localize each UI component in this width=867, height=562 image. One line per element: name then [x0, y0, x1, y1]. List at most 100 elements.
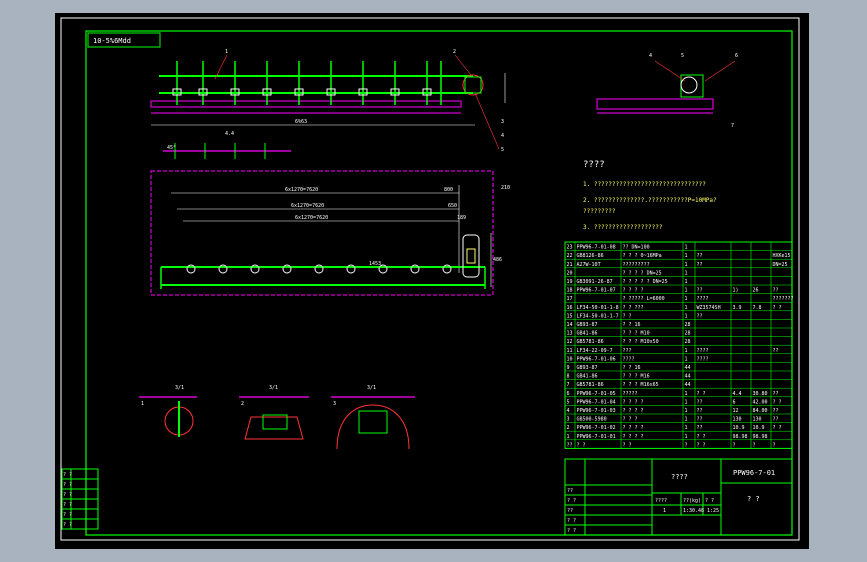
parts-table-cell: 23: [567, 245, 573, 251]
parts-table-header-cell: ??: [567, 442, 573, 448]
parts-table-cell: PPW96-7-01-07: [577, 288, 616, 294]
left-strip-1: ? ?: [63, 472, 72, 478]
parts-table-cell: 1: [685, 348, 688, 354]
parts-table-cell: 17: [567, 296, 573, 302]
parts-table-cell: 3: [567, 417, 570, 423]
parts-table-cell: ??: [697, 417, 703, 423]
detail-label-4: 4: [649, 53, 652, 59]
parts-table-cell: PPW96-7-01-06: [577, 356, 616, 362]
parts-table-cell: 10.9: [733, 425, 745, 431]
parts-table-cell: ? ? ? 0~16MPa: [623, 253, 662, 259]
dim-1453: 1453: [369, 261, 381, 267]
dim-row2: 6x1270=7620: [291, 203, 324, 209]
parts-table-cell: ? ????? L=6000: [623, 296, 665, 302]
balloon-top-2: 2: [453, 49, 456, 55]
parts-table-cell: ? ? 16: [623, 322, 641, 328]
parts-table-cell: 1: [685, 245, 688, 251]
parts-table-cell: ???????: [773, 296, 794, 302]
parts-table-cell: ? ?: [773, 399, 782, 405]
balloon-top-4: 4: [501, 133, 504, 139]
detail-label-6: 6: [735, 53, 738, 59]
parts-table-cell: ? ?: [697, 434, 706, 440]
parts-table-header-cell: ? ?: [623, 442, 632, 448]
parts-table-cell: WZ3574SH: [697, 305, 721, 311]
parts-table-cell: 130: [733, 417, 742, 423]
parts-table-cell: ?????????: [623, 262, 650, 268]
sec1-fraction: 3/1: [175, 385, 184, 391]
parts-table-cell: 28: [685, 322, 691, 328]
parts-table-cell: ? ? ? ?: [623, 288, 644, 294]
parts-table-cell: 16: [567, 305, 573, 311]
parts-table-cell: 4: [567, 408, 570, 414]
title-small-5: ? ?: [567, 528, 576, 534]
parts-table-cell: ??: [773, 348, 779, 354]
left-strip-5: ? ?: [63, 512, 72, 518]
parts-table-cell: 1: [685, 434, 688, 440]
parts-table-cell: 98.98: [753, 434, 768, 440]
parts-table-cell: 2: [567, 425, 570, 431]
title-small-2: ? ?: [567, 498, 576, 504]
parts-table-cell: 1: [685, 279, 688, 285]
parts-table-cell: 42.00: [753, 399, 768, 405]
parts-table-cell: ? ?: [773, 305, 782, 311]
note-3: 3. ???????????????????: [583, 224, 663, 231]
parts-table-cell: ? ? ? ?: [623, 408, 644, 414]
parts-table-cell: 13: [567, 331, 573, 337]
left-strip-4: ? ?: [63, 502, 72, 508]
parts-table-cell: 1): [733, 288, 739, 294]
parts-table-cell: ??: [697, 408, 703, 414]
sec3-fraction: 3/1: [367, 385, 376, 391]
parts-table-cell: 1: [685, 270, 688, 276]
title-small-4: ? ?: [567, 518, 576, 524]
drawing-number: PPW96-7-01: [733, 469, 775, 477]
parts-table-cell: 11: [567, 348, 573, 354]
parts-table-cell: 4.4: [733, 391, 742, 397]
parts-table-cell: PPW96-7-01-01: [577, 434, 616, 440]
parts-table-cell: 1: [685, 288, 688, 294]
parts-table-cell: ????: [697, 296, 709, 302]
parts-table-cell: ???: [623, 348, 632, 354]
dim-210: 210: [501, 185, 510, 191]
parts-table-cell: ??: [697, 313, 703, 319]
parts-table-cell: ??: [773, 417, 779, 423]
parts-table-cell: GB93-87: [577, 365, 598, 371]
parts-table-header-cell: ? ?: [577, 442, 586, 448]
parts-table-cell: GB5781-86: [577, 382, 604, 388]
parts-table-cell: ? ? 16: [623, 365, 641, 371]
parts-table-cell: ?? DN=100: [623, 245, 650, 251]
parts-table-cell: HXKe15: [773, 253, 791, 259]
parts-table-cell: 44: [685, 365, 691, 371]
parts-table-cell: 98.98: [733, 434, 748, 440]
parts-table-cell: 1: [685, 356, 688, 362]
parts-table-cell: 21: [567, 262, 573, 268]
parts-table-header-cell: ?: [733, 442, 736, 448]
parts-table-cell: GB500-5980: [577, 417, 607, 423]
parts-table-cell: 1: [685, 296, 688, 302]
left-strip-6: ? ?: [63, 522, 72, 528]
title-block: ???? PPW96-7-01 ? ? ???? ??(kg) ? ? 1 1:…: [564, 458, 793, 536]
scale-v-1: 1: [663, 508, 666, 514]
dim-189: 189: [457, 215, 466, 221]
parts-table-cell: PPW96-7-01-04: [577, 399, 616, 405]
detail-label-5: 5: [681, 53, 684, 59]
scale-h-3: ? ?: [705, 498, 714, 504]
parts-table-cell: ? ? ? M10: [623, 331, 650, 337]
parts-table-cell: GB41-86: [577, 374, 598, 380]
detail-label-7: 7: [731, 123, 734, 129]
parts-table-cell: ? ?: [773, 425, 782, 431]
cad-drawing: 10-5%6Mdd ? ? ? ? ? ? ? ? ? ? ? ?: [60, 17, 800, 541]
dim-486: 486: [493, 257, 502, 263]
parts-table-cell: GB41-86: [577, 331, 598, 337]
drawing-code-box: 10-5%6Mdd: [87, 32, 161, 48]
parts-table-cell: 10.9: [753, 425, 765, 431]
tech-notes: ???? 1. ??????????????????????????????? …: [583, 160, 717, 231]
dim-angle: 45°: [167, 145, 176, 151]
parts-table-cell: 84.00: [753, 408, 768, 414]
parts-table-cell: ??: [697, 425, 703, 431]
parts-table-cell: ? ? ? M10x50: [623, 339, 659, 345]
parts-table-cell: ? ? ???: [623, 305, 644, 311]
left-strip-table: ? ? ? ? ? ? ? ? ? ? ? ?: [61, 468, 99, 530]
parts-table-cell: 5: [567, 399, 570, 405]
